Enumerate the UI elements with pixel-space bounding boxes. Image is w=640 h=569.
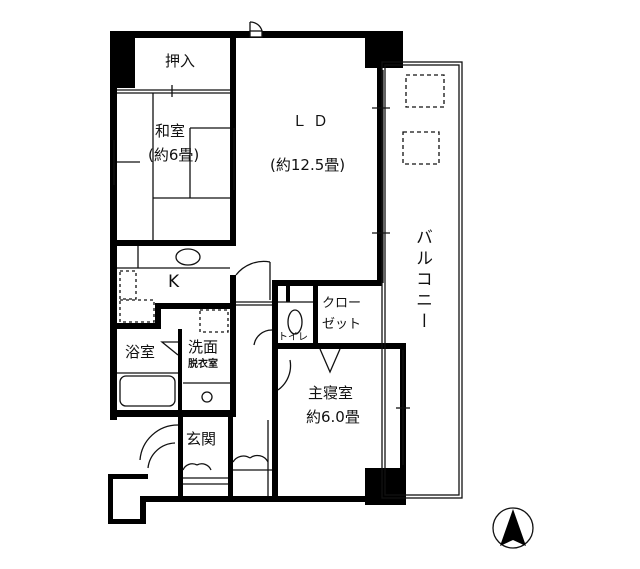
room-label-entrance: 玄関: [186, 430, 217, 448]
room-label-toilet: トイレ: [278, 332, 308, 343]
room-size-washitsu: (約6畳): [148, 146, 200, 164]
room-label-closet-1: クロー: [322, 296, 362, 311]
room-label-closet-2: ゼット: [322, 317, 362, 332]
room-label-kitchen: K: [168, 272, 180, 292]
room-size-ld: (約12.5畳): [270, 156, 346, 174]
room-label-washroom: 洗面: [188, 338, 219, 356]
room-label-balcony: バルコニー: [412, 228, 432, 333]
room-label-bath: 浴室: [125, 343, 156, 361]
room-label-oshiire: 押入: [165, 52, 196, 70]
room-sublabel-washroom: 脱衣室: [188, 359, 218, 370]
thin-lines: [113, 21, 463, 499]
room-label-master-bedroom: 主寝室: [308, 384, 354, 402]
room-label-ld: ＬＤ: [292, 112, 335, 130]
compass-icon: [492, 507, 534, 549]
room-size-master-bedroom: 約6.0畳: [306, 408, 360, 426]
room-label-washitsu: 和室: [155, 122, 186, 140]
